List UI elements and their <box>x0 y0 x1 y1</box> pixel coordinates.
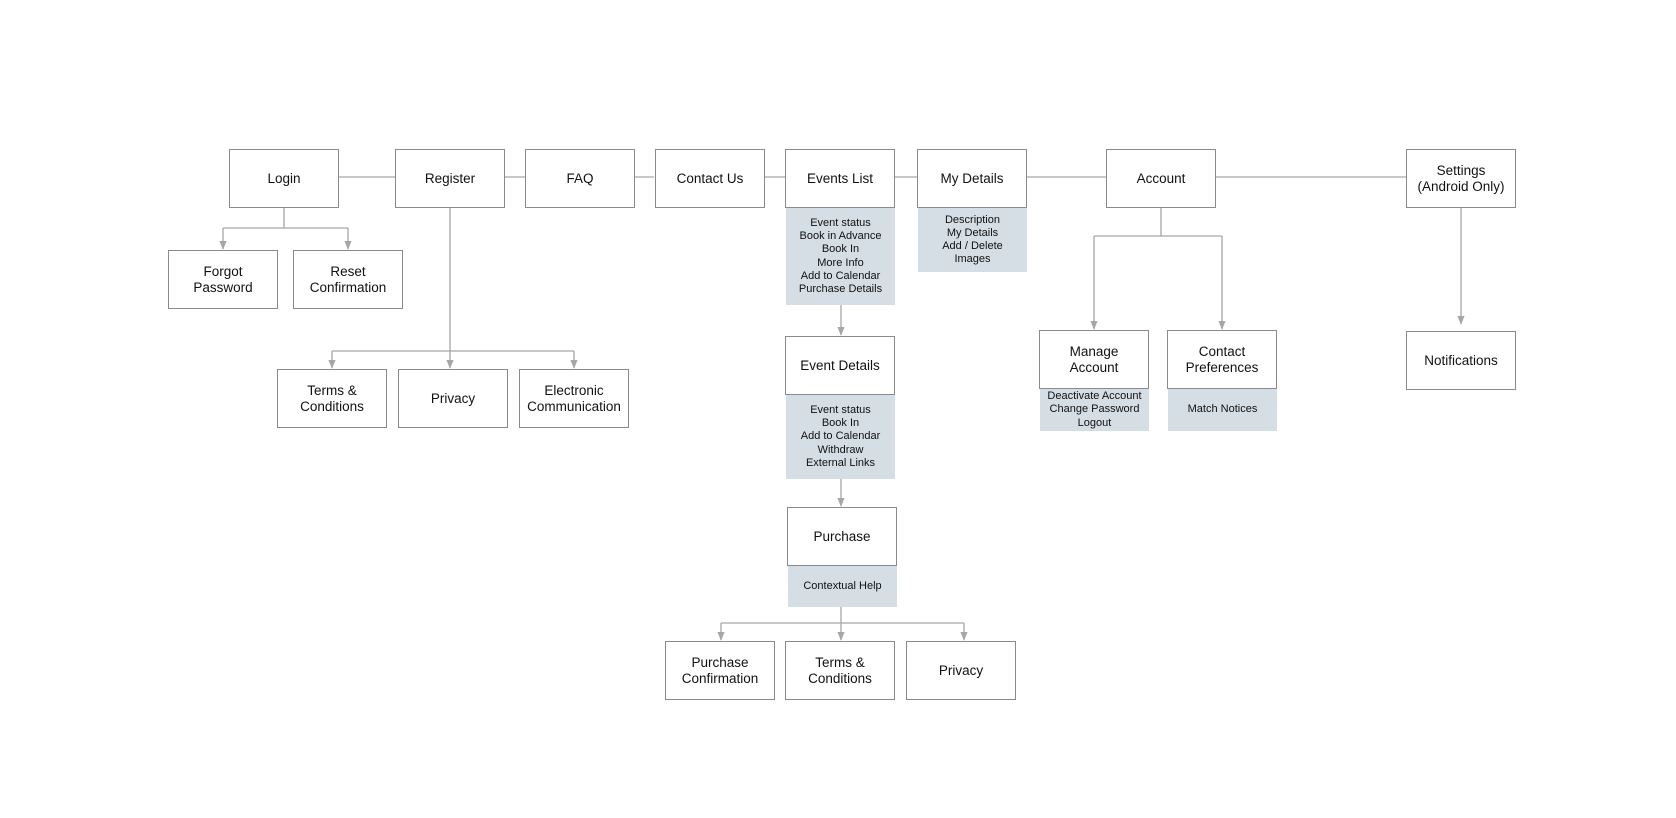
node-manage-account: Manage Account <box>1039 330 1149 389</box>
detail-event-details: Event status Book In Add to Calendar Wit… <box>786 395 895 479</box>
detail-manage-account: Deactivate Account Change Password Logou… <box>1040 389 1149 431</box>
node-privacy-register: Privacy <box>398 369 508 428</box>
node-faq: FAQ <box>525 149 635 208</box>
node-event-details: Event Details <box>785 336 895 395</box>
node-my-details: My Details <box>917 149 1027 208</box>
node-terms-conditions-purchase: Terms & Conditions <box>785 641 895 700</box>
detail-my-details: Description My Details Add / Delete Imag… <box>918 208 1027 272</box>
detail-purchase: Contextual Help <box>788 566 897 607</box>
node-contact-us: Contact Us <box>655 149 765 208</box>
node-electronic-communication: Electronic Communication <box>519 369 629 428</box>
detail-events-list: Event status Book in Advance Book In Mor… <box>786 208 895 305</box>
node-settings: Settings (Android Only) <box>1406 149 1516 208</box>
login-branch-connector <box>223 208 285 229</box>
account-branch-connector <box>1094 208 1162 237</box>
node-purchase: Purchase <box>787 507 897 566</box>
node-notifications: Notifications <box>1406 331 1516 390</box>
node-events-list: Events List <box>785 149 895 208</box>
node-forgot-password: Forgot Password <box>168 250 278 309</box>
node-reset-confirmation: Reset Confirmation <box>293 250 403 309</box>
node-purchase-confirmation: Purchase Confirmation <box>665 641 775 700</box>
node-terms-conditions-register: Terms & Conditions <box>277 369 387 428</box>
node-contact-preferences: Contact Preferences <box>1167 330 1277 389</box>
node-account: Account <box>1106 149 1216 208</box>
detail-contact-preferences: Match Notices <box>1168 389 1277 431</box>
node-privacy-purchase: Privacy <box>906 641 1016 700</box>
node-login: Login <box>229 149 339 208</box>
node-register: Register <box>395 149 505 208</box>
